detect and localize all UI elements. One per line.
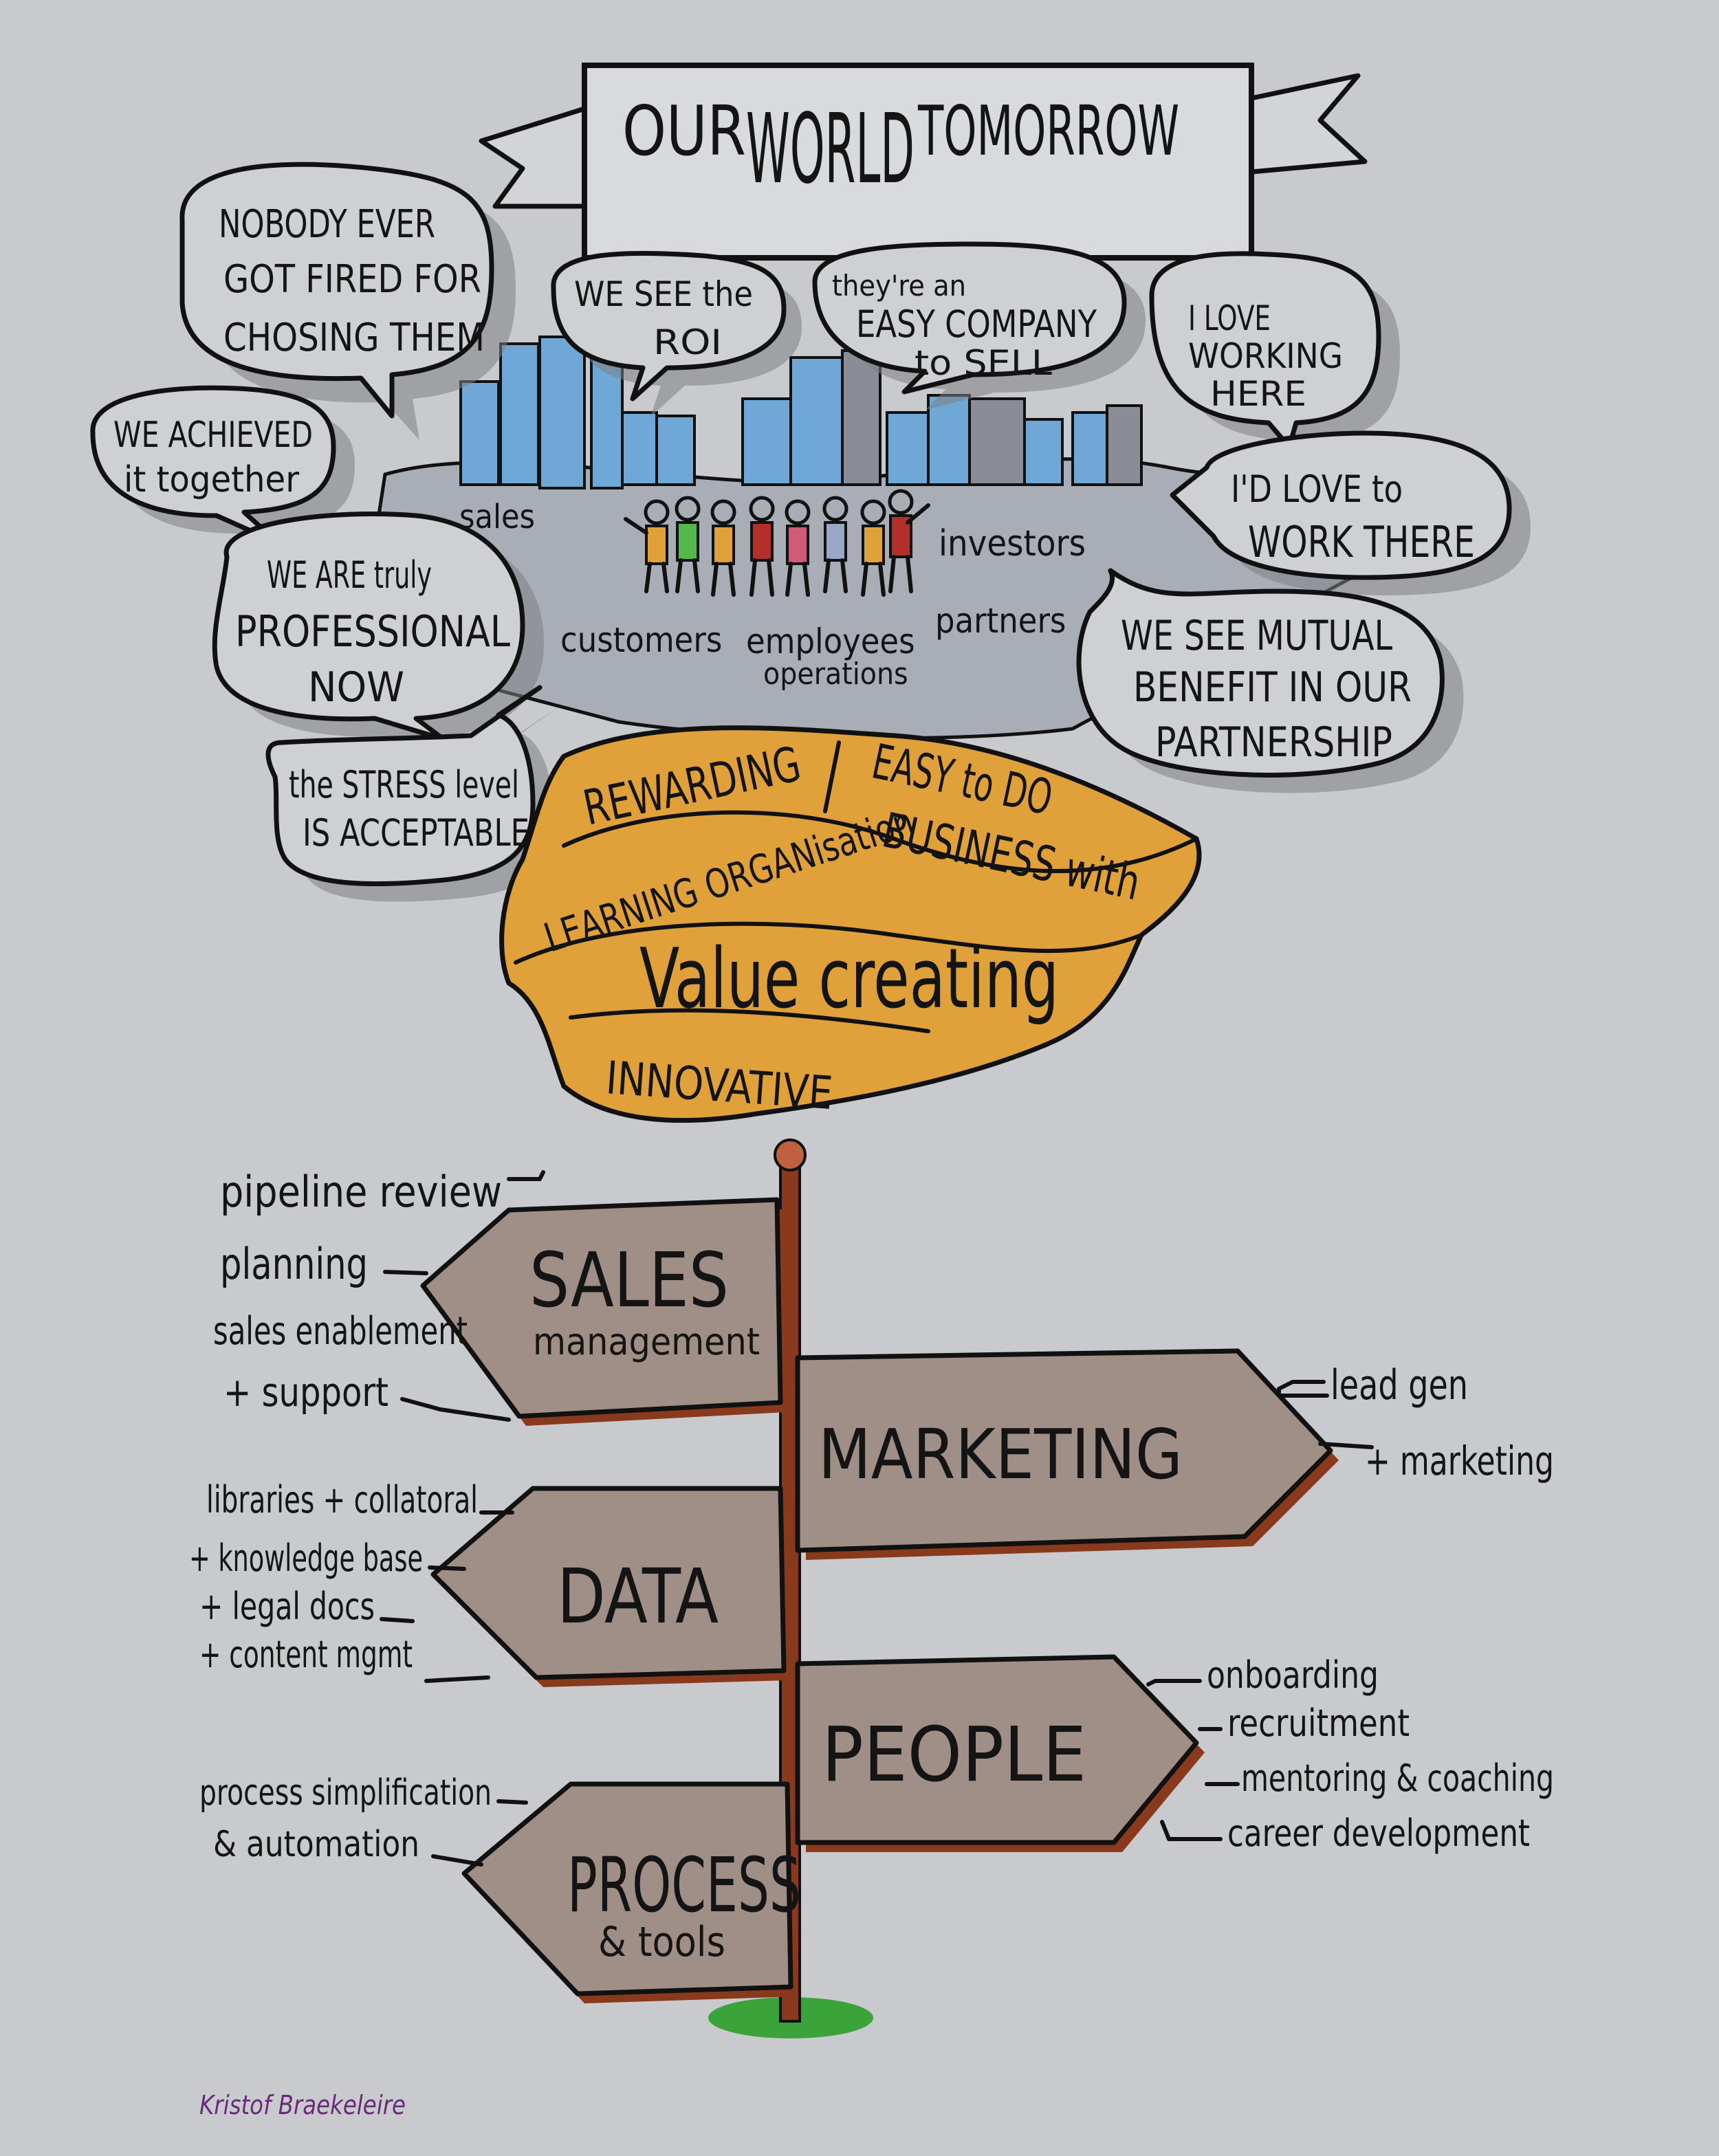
note-text: career development	[1227, 1812, 1530, 1855]
bubble-text: BENEFIT IN OUR	[1133, 663, 1412, 712]
person-figure	[749, 496, 775, 597]
notes-marketing: lead gen + marketing	[1277, 1361, 1554, 1484]
sign-people: PEOPLE	[795, 1654, 1205, 1852]
skyline	[459, 336, 1143, 490]
stakeholder-employees: employees	[746, 622, 915, 661]
bubble-text: WE ARE truly	[267, 553, 432, 597]
bubble-text: ROI	[653, 322, 722, 362]
bubble-text: the STRESS level	[289, 763, 519, 806]
values-cluster: REWARDING EASY to DO BUSINESS with LEARN…	[499, 725, 1202, 1123]
bubble-text: EASY COMPANY	[856, 302, 1097, 346]
note-text: lead gen	[1331, 1361, 1468, 1409]
bubble-text: NOW	[308, 663, 404, 712]
people-group	[624, 489, 930, 597]
note-text: + legal docs	[199, 1585, 375, 1628]
bubble-text: WE ACHIEVED	[113, 415, 313, 456]
person-figure	[822, 496, 848, 593]
bubble-text: IS ACCEPTABLE	[303, 811, 529, 855]
title-banner: OUR WORLD TOMORROW	[479, 63, 1368, 261]
person-figure	[675, 496, 701, 593]
note-text: libraries + collatoral	[206, 1478, 478, 1521]
person-figure	[860, 499, 886, 597]
bubble-mutual-benefit: WE SEE MUTUAL BENEFIT IN OUR PARTNERSHIP	[1076, 568, 1464, 793]
person-figure	[785, 499, 811, 597]
bubble-nobody-fired: NOBODY EVER GOT FIRED FOR CHOSING THEM	[179, 162, 516, 440]
sign-sales: SALES management	[420, 1197, 787, 1426]
stakeholder-investors: investors	[939, 523, 1086, 564]
sign-label: SALES	[529, 1236, 729, 1324]
stakeholder-partners: partners	[935, 601, 1066, 641]
bubble-stress-level: the STRESS level IS ACCEPTABLE	[265, 685, 561, 902]
bubble-text: HERE	[1210, 374, 1306, 414]
bubble-text: NOBODY EVER	[219, 202, 435, 247]
note-text: & automation	[213, 1824, 419, 1865]
notes-sales: pipeline review planning sales enablemen…	[213, 1167, 545, 1422]
bubble-text: I'D LOVE to	[1231, 468, 1403, 511]
bubble-text: PROFESSIONAL	[235, 606, 510, 657]
bubble-text: I LOVE	[1188, 298, 1271, 338]
stakeholder-customers: customers	[560, 620, 722, 660]
notes-process: process simplification & automation	[199, 1772, 528, 1867]
title-tomorrow: TOMORROW	[917, 91, 1179, 171]
sign-label: MARKETING	[818, 1414, 1183, 1495]
bubble-love-working: I LOVE WORKING HERE	[1149, 251, 1400, 465]
person-figure	[888, 489, 930, 593]
bubble-professional: WE ARE truly PROFESSIONAL NOW	[212, 512, 544, 757]
person-figure	[624, 499, 670, 593]
note-text: process simplification	[199, 1772, 492, 1814]
note-text: sales enablement	[213, 1309, 468, 1354]
note-text: planning	[220, 1239, 368, 1289]
bubble-text: CHOSING THEM	[223, 316, 485, 360]
artist-signature: Kristof Braekeleire	[199, 2090, 406, 2120]
bubble-text: WORKING	[1188, 336, 1343, 376]
bubble-text: it together	[124, 459, 300, 500]
sign-marketing: MARKETING	[795, 1348, 1339, 1560]
sign-label: DATA	[557, 1552, 719, 1640]
bubble-text: WE SEE MUTUAL	[1121, 612, 1392, 660]
note-text: + marketing	[1365, 1438, 1554, 1484]
stakeholder-operations: operations	[763, 657, 908, 692]
bubble-text: GOT FIRED FOR	[223, 257, 481, 302]
bubble-text: WE SEE the	[574, 274, 753, 314]
note-text: mentoring & coaching	[1241, 1757, 1554, 1800]
signpost: SALES management MARKETING DATA PEOPLE P…	[420, 1138, 1339, 2038]
note-text: pipeline review	[220, 1167, 502, 1217]
sign-process: PROCESS & tools	[461, 1781, 801, 2003]
notes-data: libraries + collatoral + knowledge base …	[189, 1478, 514, 1683]
sign-data: DATA	[430, 1486, 791, 1687]
note-text: + knowledge base	[189, 1537, 423, 1580]
bubble-easy-company: they're an EASY COMPANY to SELL	[812, 241, 1146, 410]
value-creating: Value creating	[639, 932, 1059, 1027]
sign-label: PEOPLE	[822, 1710, 1086, 1798]
bubble-text: they're an	[832, 269, 966, 302]
title-our: OUR	[622, 91, 746, 171]
notes-people: onboarding recruitment mentoring & coach…	[1146, 1653, 1554, 1855]
sign-sublabel: management	[533, 1320, 760, 1363]
bubble-love-work-there: I'D LOVE to WORK THERE	[1170, 430, 1531, 595]
note-text: onboarding	[1207, 1653, 1379, 1697]
note-text: + content mgmt	[199, 1633, 413, 1676]
city-area: sales investors customers employees oper…	[355, 336, 1405, 740]
sign-label: PROCESS	[567, 1841, 801, 1929]
person-figure	[710, 499, 736, 597]
bubble-text: to SELL	[915, 343, 1052, 383]
bubble-text: PARTNERSHIP	[1155, 718, 1392, 767]
note-text: recruitment	[1227, 1702, 1410, 1745]
bubble-roi: WE SEE the ROI	[551, 250, 802, 417]
bubble-text: WORK THERE	[1248, 517, 1475, 567]
title-world: WORLD	[746, 94, 915, 206]
sign-sublabel: & tools	[598, 1918, 725, 1966]
note-text: + support	[223, 1369, 388, 1416]
